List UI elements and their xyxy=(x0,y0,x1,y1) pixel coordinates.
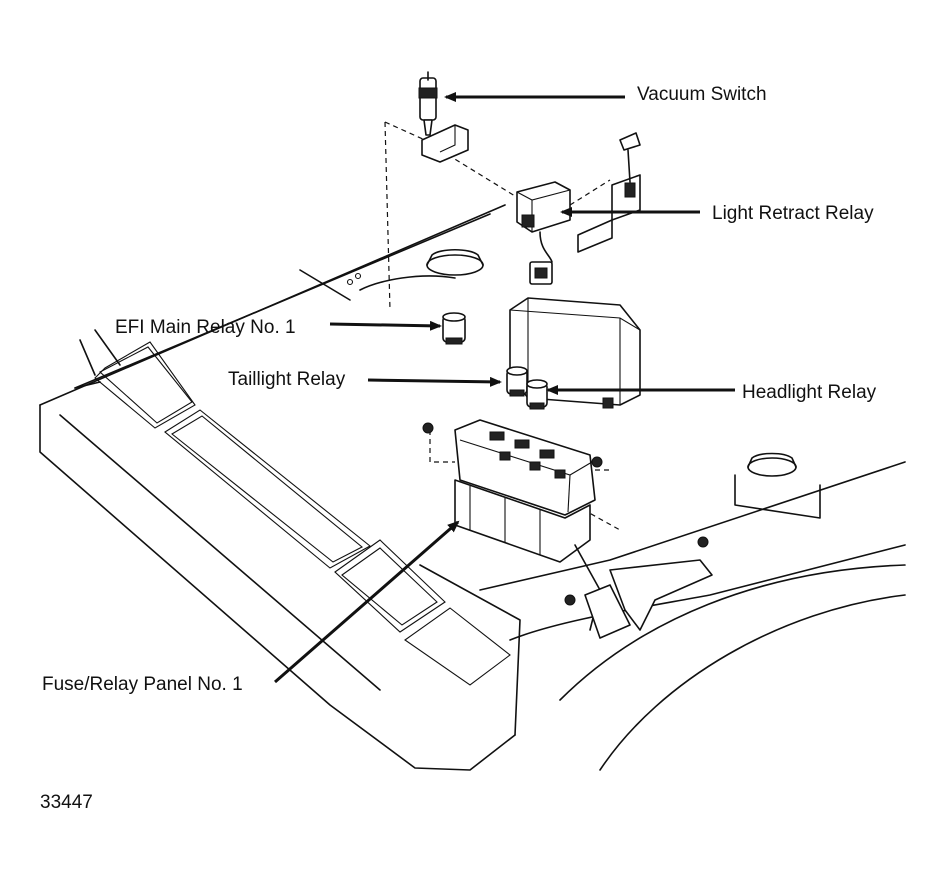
efi-main-relay-part xyxy=(442,312,466,345)
efi-main-relay-arrow xyxy=(329,320,442,331)
light-retract-relay-part xyxy=(516,132,641,285)
leader-lines xyxy=(274,92,735,684)
label-taillight-relay: Taillight Relay xyxy=(228,369,346,390)
label-headlight-relay: Headlight Relay xyxy=(742,382,877,403)
label-vacuum-switch: Vacuum Switch xyxy=(637,84,767,105)
taillight-relay-part xyxy=(506,366,528,397)
taillight-relay-arrow xyxy=(367,376,502,387)
headlight-relay-part xyxy=(526,379,548,410)
label-light-retract-relay: Light Retract Relay xyxy=(712,203,874,224)
figure-number: 33447 xyxy=(40,792,93,813)
fuse-relay-panel-part xyxy=(422,419,713,639)
fuse-relay-panel-arrow xyxy=(274,520,460,684)
label-fuse-relay-panel: Fuse/Relay Panel No. 1 xyxy=(42,674,243,695)
label-efi-main-relay: EFI Main Relay No. 1 xyxy=(115,317,296,338)
assembly-guide-lines xyxy=(384,121,621,531)
vacuum-switch-part xyxy=(418,71,469,163)
